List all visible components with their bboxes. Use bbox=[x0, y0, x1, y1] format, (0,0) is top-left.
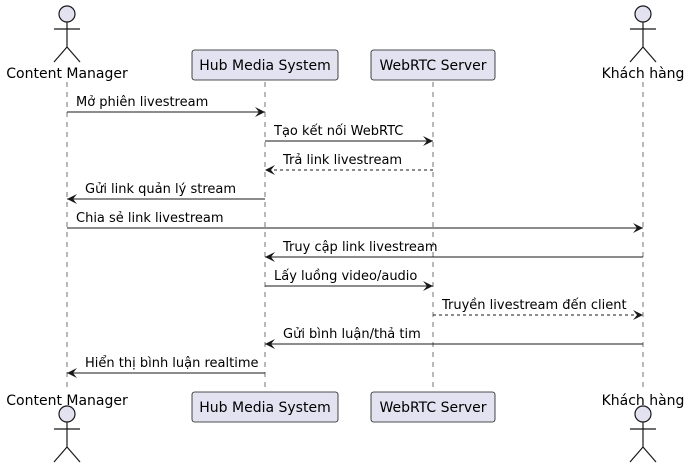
message-label: Chia sẻ link livestream bbox=[76, 211, 224, 226]
actor-label: Khách hàng bbox=[602, 393, 685, 409]
message-8: Truyền livestream đến client bbox=[433, 298, 643, 320]
actor-bottom-3: Khách hàng bbox=[602, 393, 685, 463]
participant-label: WebRTC Server bbox=[379, 58, 486, 74]
message-2: Tạo kết nối WebRTC bbox=[265, 124, 433, 146]
message-label: Mở phiên livestream bbox=[76, 95, 208, 110]
actor-leg-right bbox=[66, 46, 81, 63]
actor-top-0: Content Manager bbox=[6, 5, 128, 82]
participant-label: WebRTC Server bbox=[379, 400, 486, 416]
message-label: Gửi bình luận/thả tim bbox=[283, 327, 421, 342]
actor-head bbox=[634, 5, 652, 23]
participant-label: Hub Media System bbox=[199, 58, 330, 74]
actor-leg-right bbox=[66, 446, 81, 463]
actor-leg-left bbox=[53, 446, 68, 463]
message-3: Trả link livestream bbox=[265, 153, 433, 175]
participant-box-bottom-1: Hub Media System bbox=[191, 391, 339, 423]
actor-head bbox=[58, 5, 76, 23]
actor-leg-left bbox=[629, 46, 644, 63]
message-1: Mở phiên livestream bbox=[67, 95, 265, 117]
actor-leg-right bbox=[642, 46, 657, 63]
actor-bottom-0: Content Manager bbox=[6, 393, 128, 463]
message-label: Truy cập link livestream bbox=[282, 240, 438, 255]
message-7: Lấy luồng video/audio bbox=[265, 269, 433, 291]
participant-box bbox=[370, 49, 496, 81]
actor-leg-right bbox=[642, 446, 657, 463]
participant-box bbox=[191, 49, 339, 81]
participant-box-top-1: Hub Media System bbox=[191, 49, 339, 81]
actor-label: Content Manager bbox=[6, 66, 128, 82]
message-label: Gửi link quản lý stream bbox=[85, 182, 236, 197]
message-label: Tạo kết nối WebRTC bbox=[273, 124, 403, 139]
actor-leg-left bbox=[53, 46, 68, 63]
participant-box bbox=[191, 391, 339, 423]
message-label: Hiển thị bình luận realtime bbox=[85, 356, 259, 371]
participant-label: Hub Media System bbox=[199, 400, 330, 416]
participant-box-top-2: WebRTC Server bbox=[370, 49, 496, 81]
actor-label: Content Manager bbox=[6, 393, 128, 409]
participant-box-bottom-2: WebRTC Server bbox=[370, 391, 496, 423]
message-5: Chia sẻ link livestream bbox=[67, 211, 643, 233]
message-9: Gửi bình luận/thả tim bbox=[265, 327, 643, 349]
message-label: Trả link livestream bbox=[282, 153, 402, 168]
message-6: Truy cập link livestream bbox=[265, 240, 643, 262]
message-label: Lấy luồng video/audio bbox=[274, 269, 417, 284]
actor-label: Khách hàng bbox=[602, 66, 685, 82]
participant-box bbox=[370, 391, 496, 423]
message-4: Gửi link quản lý stream bbox=[67, 182, 265, 204]
message-label: Truyền livestream đến client bbox=[441, 298, 627, 313]
actor-top-3: Khách hàng bbox=[602, 5, 685, 82]
message-10: Hiển thị bình luận realtime bbox=[67, 356, 265, 378]
actor-leg-left bbox=[629, 446, 644, 463]
